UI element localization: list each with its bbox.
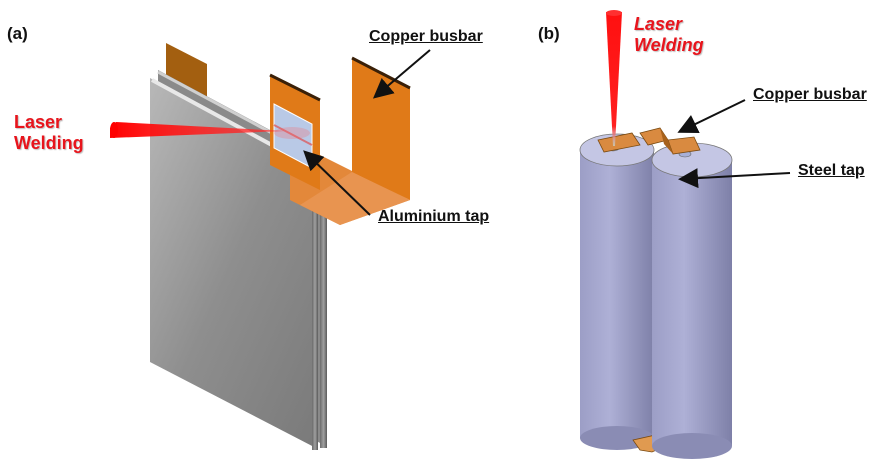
- laser-label-line2: Welding: [14, 133, 84, 153]
- arrow-copper-busbar-b: [677, 99, 746, 134]
- cylinder-cell-left: [580, 150, 654, 438]
- pouch-cell: [150, 78, 316, 448]
- laser-welding-label-a: Laser Welding: [14, 112, 84, 154]
- laser-label-line1: Laser: [14, 112, 63, 132]
- aluminium-tap-callout: Aluminium tap: [378, 208, 490, 225]
- laser-label-line1: Laser: [634, 14, 683, 34]
- panel-b-illustration: [579, 10, 791, 459]
- laser-beam-horizontal: [110, 122, 285, 138]
- copper-busbar-right-wall: [352, 58, 410, 200]
- panel-a-illustration: [110, 43, 431, 450]
- laser-beam-vertical: [606, 12, 622, 146]
- arrow-steel-tap: [678, 168, 791, 189]
- copper-busbar-callout-b: Copper busbar: [753, 86, 867, 103]
- copper-busbar-top: [597, 132, 641, 153]
- panel-a-label: (a): [7, 24, 28, 43]
- copper-busbar-callout-a: Copper busbar: [369, 28, 483, 45]
- arrow-copper-busbar-a: [372, 49, 431, 99]
- cylinder-cell-right: [652, 160, 732, 446]
- laser-label-line2: Welding: [634, 35, 704, 55]
- arrow-aluminium-tab: [303, 150, 371, 216]
- panel-b-label: (b): [538, 24, 560, 43]
- laser-welding-label-b: Laser Welding: [634, 14, 704, 56]
- steel-tap-callout: Steel tap: [798, 162, 865, 179]
